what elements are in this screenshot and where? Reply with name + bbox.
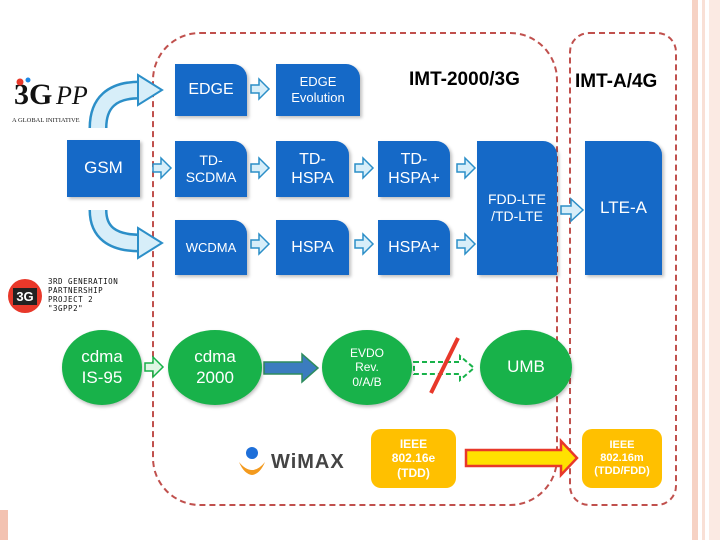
3gpp-logo: 3G PP A GLOBAL INITIATIVE [12, 76, 92, 124]
node-ieee-80216e: IEEE 802.16e (TDD) [371, 429, 456, 488]
arrow-cdma2000-evdo [263, 352, 320, 384]
node-td-hspa: TD- HSPA [276, 141, 349, 197]
node-cdma-is95: cdma IS-95 [62, 330, 142, 405]
arrow-hspaplus-fddlte [456, 232, 477, 256]
arrow-tdhspa-tdhspaplus [354, 156, 375, 180]
wimax-logo-text: WiMAX [271, 451, 345, 473]
node-hspa: HSPA [276, 220, 349, 275]
decorative-stripe [692, 0, 720, 540]
node-hspa-plus: HSPA+ [378, 220, 450, 275]
arrow-tdscdma-tdhspa [250, 156, 271, 180]
curved-arrow-gsm-edge [88, 73, 164, 129]
arrow-hspa-hspaplus [354, 232, 375, 256]
svg-text:PP: PP [55, 81, 88, 110]
wimax-logo-mark [239, 447, 265, 475]
node-td-scdma: TD- SCDMA [175, 141, 247, 197]
wimax-logo: WiMAX [235, 444, 355, 480]
arrow-gsm-tdscdma [152, 156, 173, 180]
node-edge: EDGE [175, 64, 247, 116]
node-evdo: EVDO Rev. 0/A/B [322, 330, 412, 405]
3gpp-logo-mark: 3G PP [14, 77, 88, 111]
arrow-wcdma-hspa [250, 232, 271, 256]
left-accent-bar [0, 510, 8, 540]
arrow-edge-evolution [250, 77, 271, 101]
3gpp-tagline: A GLOBAL INITIATIVE [12, 117, 80, 124]
imt-4g-region [569, 32, 677, 506]
3gpp2-logo-mark: 3G [8, 279, 42, 313]
node-fdd-lte: FDD-LTE /TD-LTE [477, 141, 557, 275]
node-edge-evolution: EDGE Evolution [276, 64, 360, 116]
node-gsm: GSM [67, 140, 140, 197]
node-lte-a: LTE-A [585, 141, 662, 275]
arrow-is95-cdma2000 [144, 355, 165, 379]
3gpp2-logo-text: 3RD GENERATION PARTNERSHIP PROJECT 2 "3G… [48, 277, 119, 313]
node-td-hspa-plus: TD- HSPA+ [378, 141, 450, 197]
arrow-fddlte-ltea [560, 197, 585, 223]
arrow-tdhspaplus-fddlte [456, 156, 477, 180]
arrow-80216e-80216m [464, 437, 579, 479]
node-ieee-80216m: IEEE 802.16m (TDD/FDD) [582, 429, 662, 488]
strike-line [429, 337, 460, 394]
imt-4g-heading: IMT-A/4G [575, 71, 658, 92]
imt-3g-region [152, 32, 558, 506]
node-wcdma: WCDMA [175, 220, 247, 275]
node-cdma2000: cdma 2000 [168, 330, 262, 405]
curved-arrow-gsm-wcdma [88, 209, 164, 260]
3gpp2-logo: 3G 3RD GENERATION PARTNERSHIP PROJECT 2 … [8, 277, 148, 313]
imt-3g-heading: IMT-2000/3G [409, 69, 520, 90]
node-umb: UMB [480, 330, 572, 405]
